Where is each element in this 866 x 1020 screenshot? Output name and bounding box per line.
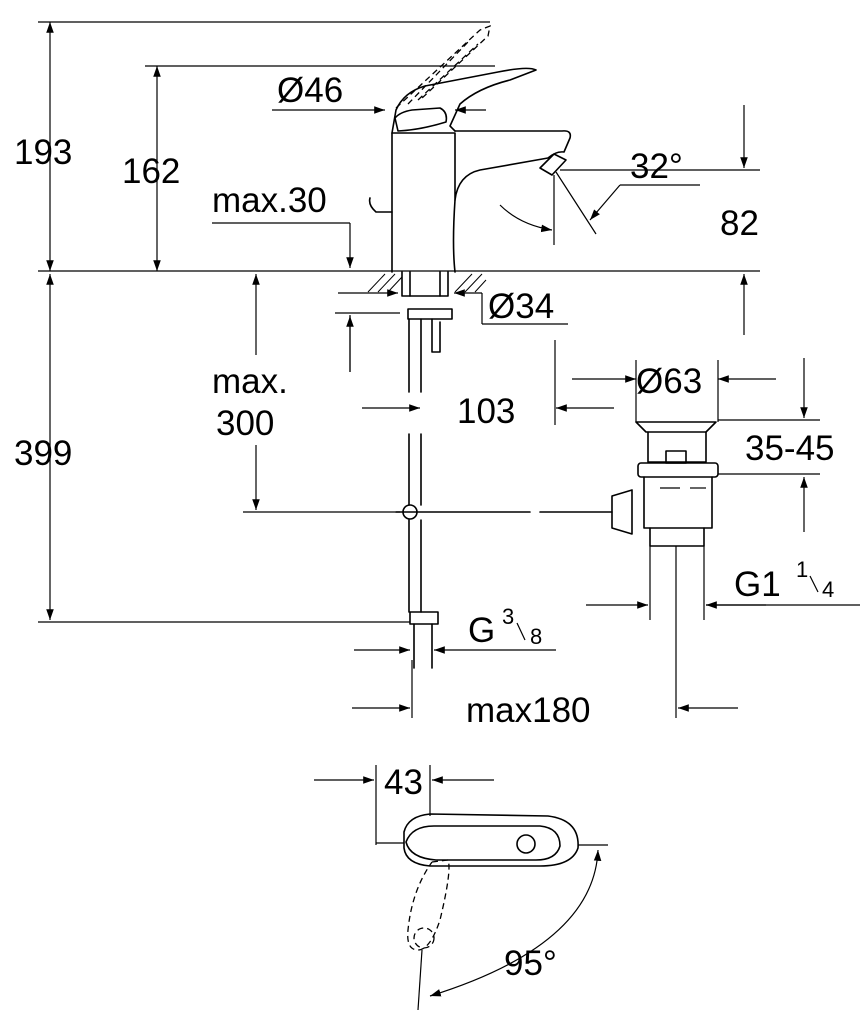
supply-hose-lower	[408, 519, 422, 613]
label-diameter-46: Ø46	[277, 71, 343, 110]
label-max-180: max180	[466, 691, 591, 730]
shank	[401, 271, 449, 297]
label-399: 399	[14, 434, 72, 473]
svg-text:G1: G1	[734, 565, 781, 604]
label-300: 300	[216, 404, 274, 443]
supply-hose-mid	[408, 433, 422, 506]
dimension-labels: 193 162 Ø46 max.30 32° 82 Ø34 max. 300 3…	[14, 71, 835, 983]
faucet-body-right	[452, 199, 456, 273]
handle-top-view	[314, 765, 608, 1011]
label-162: 162	[122, 152, 180, 191]
label-32-degree: 32°	[630, 147, 683, 186]
lever-raised-hatch-2	[417, 43, 479, 101]
fixing-nut	[407, 308, 453, 320]
label-max-30: max.30	[212, 181, 327, 220]
handle-top-outline	[403, 813, 579, 867]
spout-outlet	[539, 153, 567, 176]
handle-top-inner	[405, 825, 561, 861]
label-103: 103	[457, 392, 515, 431]
handle-pivot	[516, 834, 536, 854]
label-43: 43	[384, 763, 423, 802]
label-diameter-34: Ø34	[488, 287, 554, 326]
waste-flange	[635, 421, 717, 433]
linkage-joint	[402, 504, 418, 520]
handle-cap	[394, 107, 448, 132]
label-82: 82	[720, 204, 759, 243]
label-g1-quarter: G1 1 4	[734, 557, 834, 604]
handle-lever	[391, 67, 537, 134]
dimension-lines	[38, 21, 860, 718]
lever-raised-outline	[395, 24, 491, 109]
waste-body	[643, 476, 713, 529]
svg-text:3: 3	[502, 604, 514, 629]
deck-section	[367, 273, 487, 293]
svg-text:4: 4	[822, 577, 834, 602]
label-diameter-63: Ø63	[636, 362, 702, 401]
faucet-side-view	[38, 24, 760, 669]
handle-rotated-pivot	[413, 927, 435, 949]
popup-link	[431, 318, 441, 353]
waste-body-top	[647, 431, 707, 463]
label-g-three-eighths: G 3 8	[468, 604, 542, 650]
faucet-body	[391, 130, 572, 273]
waste-tail	[649, 527, 705, 547]
label-95-degree: 95°	[504, 944, 557, 983]
waste-linkage-nut	[611, 489, 633, 535]
supply-hose-upper	[408, 318, 422, 393]
svg-text:1: 1	[796, 557, 808, 582]
label-max: max.	[212, 362, 288, 401]
waste-nut	[637, 462, 719, 478]
lever-raised-hatch	[407, 39, 471, 105]
hose-tail	[413, 623, 433, 669]
label-35-45: 35-45	[745, 429, 835, 468]
label-193: 193	[14, 133, 72, 172]
svg-text:8: 8	[530, 624, 542, 649]
popup-rod	[368, 197, 393, 213]
hose-connector	[409, 611, 439, 625]
waste-assembly	[611, 421, 719, 547]
svg-text:G: G	[468, 611, 495, 650]
